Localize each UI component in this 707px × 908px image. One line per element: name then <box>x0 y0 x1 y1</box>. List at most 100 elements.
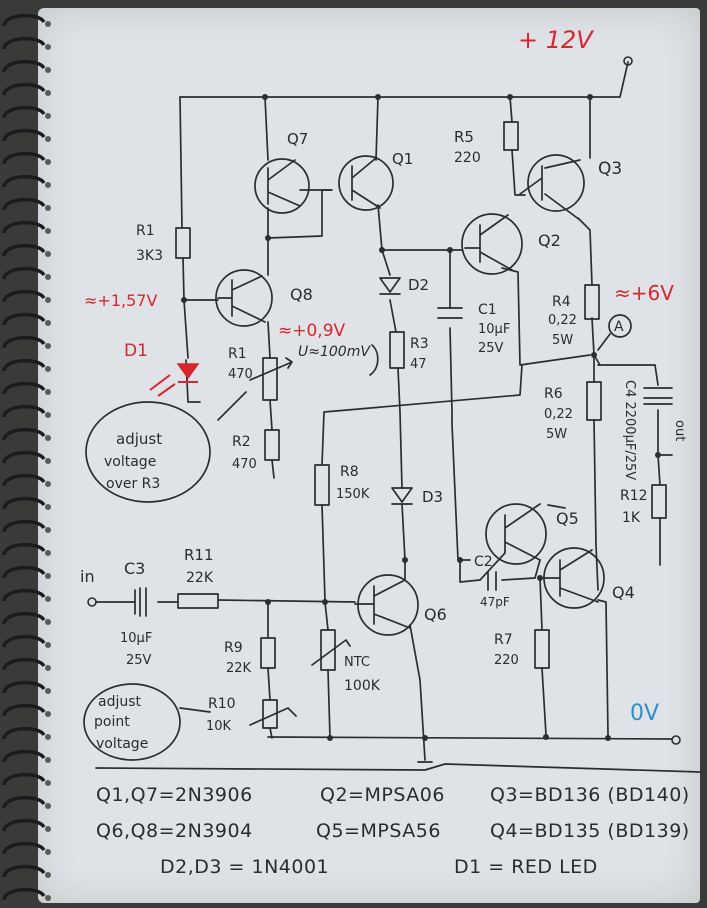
adjust-r3-bubble <box>85 401 211 503</box>
wires <box>87 56 681 763</box>
spiral-hole <box>45 205 51 211</box>
voltage-09-label: ≈+0,9V <box>278 321 346 341</box>
spiral-ring <box>2 795 46 809</box>
resistor-r7 <box>534 629 550 669</box>
q1-label: Q1 <box>392 150 413 168</box>
ntc-value: 100K <box>344 678 381 694</box>
led-d1 <box>176 363 200 380</box>
d2-label: D2 <box>408 276 429 294</box>
q7-label: Q7 <box>287 130 308 148</box>
capacitor-c3 <box>134 587 147 617</box>
spiral-hole <box>45 573 51 579</box>
r12-value: 1K <box>622 510 641 526</box>
spiral-ring <box>2 128 46 142</box>
resistor-r4 <box>584 284 600 320</box>
r8-name: R8 <box>340 464 359 480</box>
r4-name: R4 <box>552 294 571 310</box>
point-a-label: A <box>614 319 624 335</box>
r7-value: 220 <box>494 653 519 668</box>
spiral-ring <box>2 450 46 464</box>
spiral-ring <box>2 312 46 326</box>
spiral-ring <box>2 519 46 533</box>
spiral-hole <box>45 688 51 694</box>
spiral-binding <box>2 13 51 901</box>
spiral-ring <box>2 726 46 740</box>
spiral-ring <box>2 266 46 280</box>
spiral-ring <box>2 496 46 510</box>
c3-voltage: 25V <box>126 653 152 668</box>
r3-name: R3 <box>410 336 429 352</box>
spiral-hole <box>45 619 51 625</box>
spiral-hole <box>45 780 51 786</box>
spiral-hole <box>45 872 51 878</box>
spiral-ring <box>2 105 46 119</box>
c2-name: C2 <box>474 554 493 570</box>
spiral-hole <box>45 711 51 717</box>
resistor-r10 <box>262 699 278 729</box>
r2-value: 470 <box>232 457 257 472</box>
spiral-hole <box>45 21 51 27</box>
transistor-q6 <box>354 574 419 636</box>
resistor-r11 <box>177 593 219 609</box>
r1-value: 470 <box>228 367 253 382</box>
spiral-ring <box>2 335 46 349</box>
footer-diodes: D2,D3 = 1N4001 <box>160 856 330 878</box>
spiral-ring <box>2 404 46 418</box>
transistors <box>215 154 605 636</box>
spiral-ring <box>2 887 46 901</box>
r1-name: R1 <box>228 346 247 362</box>
spiral-hole <box>45 389 51 395</box>
q6-label: Q6 <box>424 605 447 624</box>
supply-12v-label: + 12V <box>518 26 594 54</box>
spiral-ring <box>2 381 46 395</box>
r10-value: 10K <box>206 719 232 734</box>
spiral-ring <box>2 680 46 694</box>
q5-label: Q5 <box>556 509 579 528</box>
resistor-r1a <box>175 227 191 259</box>
spiral-hole <box>45 366 51 372</box>
spiral-hole <box>45 895 51 901</box>
spiral-ring <box>2 864 46 878</box>
footer-q3: Q3=BD136 (BD140) <box>490 784 690 806</box>
spiral-ring <box>2 13 46 27</box>
c1-voltage: 25V <box>478 341 504 356</box>
transistor-q4 <box>541 547 605 609</box>
adjust-r3-line1: adjust <box>116 430 162 448</box>
u100-label: U≈100mV <box>298 344 371 360</box>
spiral-ring <box>2 243 46 257</box>
footer-q5: Q5=MPSA56 <box>316 820 441 842</box>
spiral-hole <box>45 642 51 648</box>
part-list: Q1,Q7=2N3906 Q2=MPSA06 Q3=BD136 (BD140) … <box>40 770 700 900</box>
spiral-hole <box>45 550 51 556</box>
c1-name: C1 <box>478 302 497 318</box>
diodes <box>149 277 413 505</box>
voltage-157-label: ≈+1,57V <box>84 291 157 310</box>
r1a-name: R1 <box>136 223 155 239</box>
resistor-r9 <box>260 637 276 669</box>
q4-label: Q4 <box>612 583 635 602</box>
spiral-hole <box>45 803 51 809</box>
adjust-r3-line3: over R3 <box>106 476 160 492</box>
r7-name: R7 <box>494 632 513 648</box>
footer-q1q7: Q1,Q7=2N3906 <box>96 784 253 806</box>
resistor-r12 <box>651 484 667 519</box>
ground-label: 0V <box>630 701 659 726</box>
spiral-ring <box>2 473 46 487</box>
adjust-r3-line2: voltage <box>104 454 156 470</box>
resistor-r3 <box>389 331 405 369</box>
spiral-ring <box>2 818 46 832</box>
spiral-hole <box>45 458 51 464</box>
capacitors <box>134 307 673 617</box>
point-a-marker <box>608 314 632 338</box>
resistor-r8 <box>314 464 330 506</box>
capacitor-c4 <box>643 387 673 405</box>
c3-name: C3 <box>124 559 145 578</box>
spiral-ring <box>2 197 46 211</box>
r6-power: 5W <box>546 427 567 442</box>
input-label: in <box>80 567 95 586</box>
r5-value: 220 <box>454 150 481 166</box>
resistor-r5 <box>503 121 519 151</box>
spiral-hole <box>45 297 51 303</box>
r11-value: 22K <box>186 570 214 586</box>
spiral-hole <box>45 228 51 234</box>
